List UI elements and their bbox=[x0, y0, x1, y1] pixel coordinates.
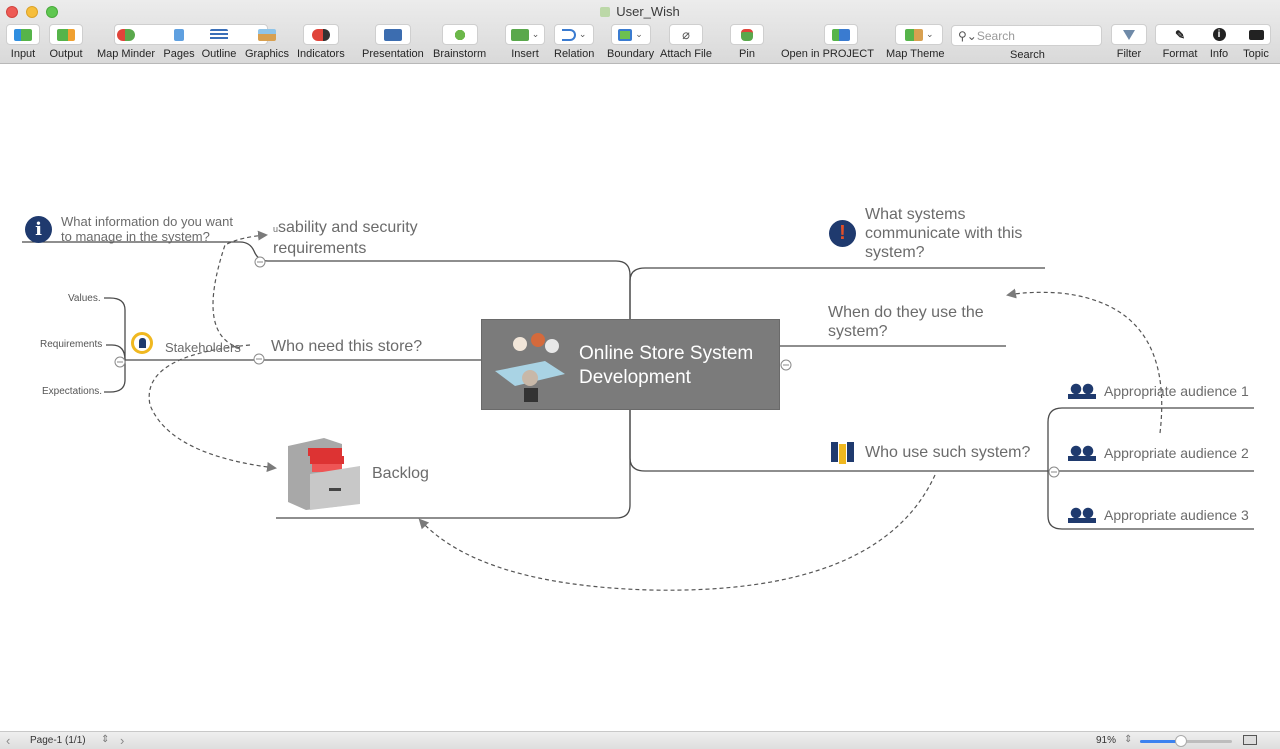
branch-line bbox=[1047, 407, 1254, 471]
topic-button[interactable]: Topic bbox=[1240, 24, 1272, 60]
branch-line bbox=[22, 241, 269, 262]
map-theme-icon bbox=[904, 28, 923, 41]
fit-to-window-icon[interactable] bbox=[1243, 735, 1257, 745]
input-button[interactable]: Input bbox=[6, 24, 40, 60]
boundary-button[interactable]: ⌄ Boundary bbox=[607, 24, 654, 60]
chevron-down-icon: ⌄ bbox=[635, 29, 643, 39]
audience-icon bbox=[1068, 507, 1096, 523]
connector-layer bbox=[22, 230, 1254, 591]
zoom-slider[interactable] bbox=[1140, 735, 1232, 747]
relation-dashed-arrow bbox=[148, 344, 277, 472]
graphics-button[interactable]: Graphics bbox=[244, 24, 290, 60]
close-window-button[interactable] bbox=[6, 6, 18, 18]
pages-icon bbox=[174, 28, 184, 41]
indicators-icon bbox=[311, 28, 330, 41]
toolbar: User_Wish Input Output Map Minder Pages … bbox=[0, 0, 1280, 64]
search-input[interactable]: ⚲⌄Search bbox=[951, 25, 1102, 46]
branch-line bbox=[104, 360, 126, 393]
branch-line bbox=[106, 344, 126, 361]
zoom-stepper[interactable]: ⇕ bbox=[1124, 734, 1133, 745]
branch-line bbox=[629, 410, 1048, 472]
info-button[interactable]: i Info bbox=[1209, 28, 1229, 60]
format-button[interactable]: ✎ Format bbox=[1162, 27, 1198, 61]
audience-icon bbox=[1068, 383, 1096, 399]
map-minder-icon bbox=[117, 28, 135, 41]
insert-icon bbox=[510, 28, 529, 41]
info-icon: i bbox=[25, 216, 52, 243]
graphics-icon bbox=[258, 28, 276, 41]
page-stepper[interactable]: ⇕ bbox=[101, 734, 110, 745]
outline-button[interactable]: Outline bbox=[200, 24, 238, 60]
branch-line bbox=[268, 260, 631, 345]
paperclip-icon: ⌀ bbox=[682, 26, 690, 42]
map-minder-button[interactable]: Map Minder bbox=[97, 24, 155, 60]
map-theme-button[interactable]: ⌄ Map Theme bbox=[886, 24, 945, 60]
open-in-project-button[interactable]: Open in PROJECT bbox=[781, 24, 874, 60]
output-button[interactable]: Output bbox=[49, 24, 83, 60]
filter-icon bbox=[1123, 29, 1135, 40]
topic-who-need-store[interactable]: Who need this store? bbox=[271, 338, 423, 355]
outline-icon bbox=[210, 28, 228, 41]
chevron-down-icon: ⌄ bbox=[531, 29, 540, 39]
attach-file-button[interactable]: ⌀ Attach File bbox=[660, 24, 712, 60]
document-icon bbox=[600, 7, 611, 17]
topic-expectations[interactable]: Expectations. bbox=[42, 386, 103, 397]
indicators-button[interactable]: Indicators bbox=[297, 24, 345, 60]
topic-usability-security[interactable]: usability and security requirements bbox=[273, 219, 418, 257]
meeting-table-icon bbox=[495, 333, 565, 402]
presentation-icon bbox=[383, 28, 402, 41]
zoom-slider-knob[interactable] bbox=[1175, 735, 1188, 747]
status-bar: ‹ Page-1 (1/1) ⇕ › 91% ⇕ bbox=[0, 731, 1280, 749]
pin-icon bbox=[741, 28, 753, 41]
relation-dashed-arrow bbox=[418, 474, 936, 591]
brainstorm-button[interactable]: Brainstorm bbox=[433, 24, 486, 60]
pages-button[interactable]: Pages bbox=[162, 24, 196, 60]
exclamation-icon: ! bbox=[829, 220, 856, 247]
window-title: User_Wish bbox=[0, 4, 1280, 19]
next-page-button[interactable]: › bbox=[120, 733, 125, 748]
relation-icon bbox=[561, 28, 576, 41]
topic-requirements[interactable]: Requirements bbox=[40, 339, 103, 350]
filter-button[interactable]: Filter bbox=[1111, 24, 1147, 60]
minimize-window-button[interactable] bbox=[26, 6, 38, 18]
branch-line bbox=[1047, 471, 1254, 530]
topic-icon bbox=[1248, 29, 1264, 40]
people-group-icon bbox=[831, 438, 855, 464]
audience-icon bbox=[1068, 445, 1096, 461]
search-icon: ⚲⌄ bbox=[958, 29, 977, 43]
previous-page-button[interactable]: ‹ bbox=[6, 733, 11, 748]
relation-dashed-arrow bbox=[212, 230, 268, 349]
maximize-window-button[interactable] bbox=[46, 6, 58, 18]
stakeholder-icon bbox=[131, 332, 153, 354]
brainstorm-icon bbox=[452, 28, 467, 41]
boundary-icon bbox=[618, 28, 633, 41]
input-icon bbox=[14, 28, 32, 41]
relation-button[interactable]: ⌄ Relation bbox=[554, 24, 594, 60]
branch-line bbox=[629, 267, 1045, 319]
project-icon bbox=[831, 28, 850, 41]
relation-dashed-arrow bbox=[1006, 288, 1163, 434]
chevron-down-icon: ⌄ bbox=[925, 29, 934, 39]
zoom-slider-fill bbox=[1140, 740, 1182, 743]
zoom-level: 91% bbox=[1096, 735, 1117, 746]
presentation-button[interactable]: Presentation bbox=[362, 24, 424, 60]
output-icon bbox=[57, 28, 75, 41]
palette-icon: ✎ bbox=[1174, 27, 1186, 42]
topic-values[interactable]: Values. bbox=[68, 293, 101, 304]
branch-line bbox=[276, 410, 631, 519]
file-cabinet-icon bbox=[288, 438, 360, 510]
branch-line bbox=[104, 297, 126, 360]
info-icon: i bbox=[1212, 28, 1226, 41]
pin-button[interactable]: Pin bbox=[730, 24, 764, 60]
chevron-down-icon: ⌄ bbox=[578, 29, 587, 39]
page-indicator: Page-1 (1/1) bbox=[30, 735, 86, 746]
insert-button[interactable]: ⌄ Insert bbox=[505, 24, 545, 60]
